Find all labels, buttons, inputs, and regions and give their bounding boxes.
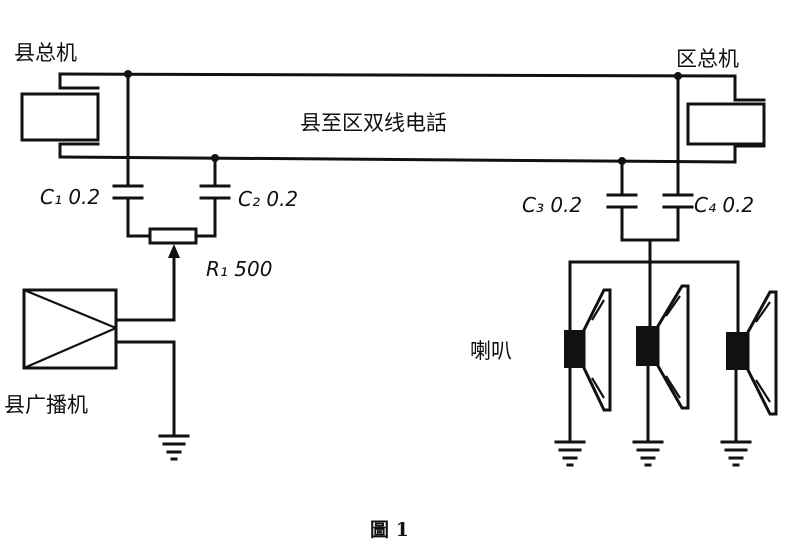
capacitor-c2 [199,156,231,238]
c2-label: C₂ 0.2 [238,187,298,211]
speaker-icon [632,284,690,467]
resistor-r1 [126,227,217,322]
county-exchange-label: 县总机 [14,41,77,65]
c1-label: C₁ 0.2 [40,185,100,209]
trunk-line-label: 县至区双线电話 [300,111,447,135]
r1-label: R₁ 500 [206,257,272,281]
capacitor-c1 [112,72,144,238]
district-exchange-label: 区总机 [676,47,739,71]
ground-icon [158,434,190,461]
capacitor-c3 [606,159,638,242]
speaker-icon [554,288,612,467]
c4-label: C₄ 0.2 [694,193,754,217]
speaker-bus [568,238,740,334]
county-amplifier-label: 县广播机 [4,393,88,417]
figure-caption: 圖 1 [370,519,409,541]
district-exchange-box [686,98,766,148]
c3-label: C₃ 0.2 [522,193,582,217]
loudspeakers-label: 喇叭 [470,339,512,363]
county-exchange-box [20,86,100,146]
capacitor-c4 [662,74,694,242]
amplifier-icon [22,288,176,436]
wiper-arrow-icon [168,244,180,258]
speaker-icon [720,290,778,467]
